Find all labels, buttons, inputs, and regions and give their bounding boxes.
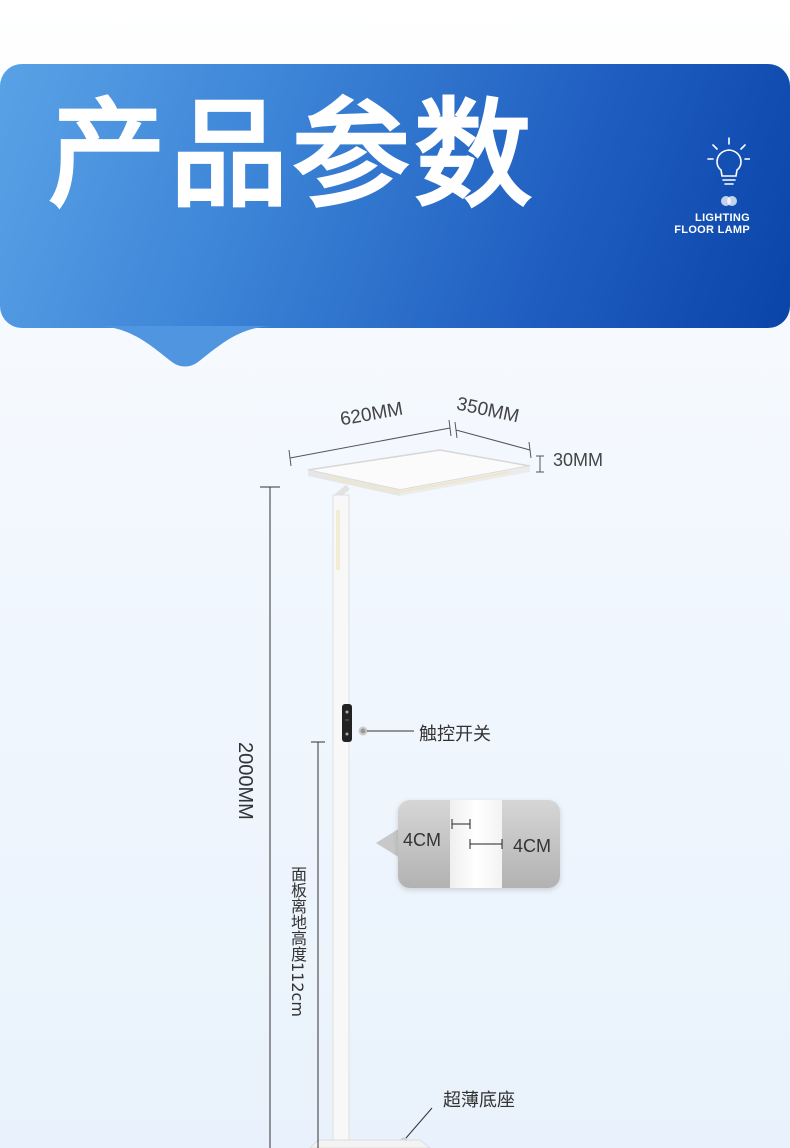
inset-right-label: 4CM — [513, 836, 552, 856]
touch-switch-panel — [342, 704, 352, 742]
height-dimension-line — [260, 486, 280, 1148]
depth-dimension-line — [454, 421, 532, 459]
pole-width-inset: 4CM 4CM — [398, 800, 560, 888]
lighting-badge: LIGHTING FLOOR LAMP — [668, 136, 751, 236]
header-banner — [0, 64, 790, 328]
lamp-pole — [332, 494, 350, 1148]
panel-height-dimension-line — [311, 741, 325, 1148]
inset-left-label: 4CM — [403, 830, 442, 850]
badge-line-2: FLOOR LAMP — [674, 224, 750, 236]
touch-switch-label: 触控开关 — [419, 724, 491, 745]
thickness-dimension-line — [536, 455, 544, 473]
height-label: 2000MM — [234, 742, 256, 820]
page-title: 产品参数 — [48, 86, 537, 224]
width-dimension-line — [288, 419, 452, 467]
lamp-panel — [307, 449, 531, 491]
panel-height-label: 面板离地高度112cm — [288, 866, 307, 1017]
header-tail — [95, 326, 275, 367]
badge-line-1: LIGHTING — [695, 212, 750, 224]
base-label: 超薄底座 — [443, 1090, 515, 1111]
light-bulb-icon — [707, 137, 751, 206]
thickness-label: 30MM — [553, 450, 604, 470]
